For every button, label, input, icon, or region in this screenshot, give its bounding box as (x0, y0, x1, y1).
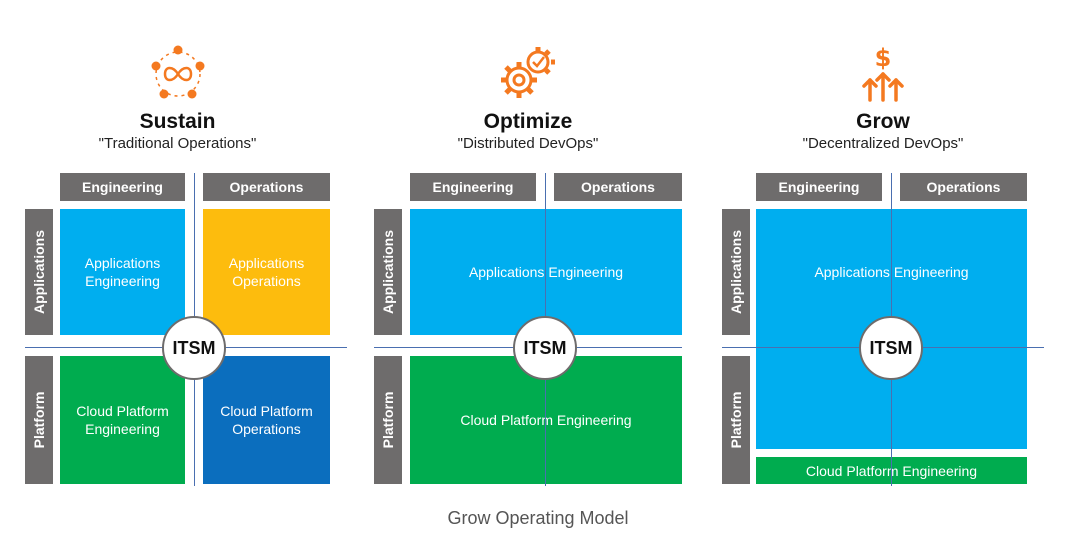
tile-label-line2: Engineering (85, 273, 160, 289)
tile-label-line1: Cloud Platform (76, 403, 169, 419)
tile-label-line1: Cloud Platform (220, 403, 313, 419)
platform-header-label: Platform (728, 391, 744, 449)
applications-header: Applications (374, 209, 402, 335)
itsm-circle: ITSM (513, 316, 577, 380)
engineering-header: Engineering (60, 173, 185, 201)
panel-grow: $ Grow "Decentralized DevOps" Engineerin… (722, 0, 1044, 500)
tile-label-line1: Applications (228, 255, 305, 271)
infinity-cycle-icon (151, 45, 204, 99)
applications-header: Applications (25, 209, 53, 335)
tile-label-line1: Applications (84, 255, 161, 271)
platform-header-label: Platform (31, 391, 47, 449)
panel-subtitle: "Traditional Operations" (98, 135, 257, 152)
engineering-header: Engineering (756, 173, 882, 201)
operations-header: Operations (203, 173, 330, 201)
operations-header: Operations (554, 173, 682, 201)
applications-header-label: Applications (31, 229, 47, 315)
operations-header: Operations (900, 173, 1027, 201)
platform-header: Platform (722, 356, 750, 484)
panel-optimize: Optimize "Distributed DevOps" Engineerin… (374, 0, 682, 500)
engineering-header: Engineering (410, 173, 536, 201)
applications-header: Applications (722, 209, 750, 335)
platform-header: Platform (25, 356, 53, 484)
panel-title: Optimize (483, 110, 573, 133)
panel-title: Grow (856, 110, 910, 133)
panel-sustain: Sustain "Traditional Operations" Enginee… (25, 0, 347, 500)
gears-check-icon (501, 47, 555, 98)
tile-label-line2: Operations (232, 421, 301, 437)
dollar-arrows-up-icon: $ (862, 44, 904, 102)
figure-caption: Grow Operating Model (447, 508, 629, 528)
panel-subtitle: "Distributed DevOps" (457, 135, 599, 152)
platform-header-label: Platform (380, 391, 396, 449)
tile-label: Cloud Platform Engineering (460, 412, 632, 428)
platform-header: Platform (374, 356, 402, 484)
svg-text:$: $ (875, 44, 892, 72)
tile-label-line2: Operations (232, 273, 301, 289)
panel-subtitle: "Decentralized DevOps" (802, 135, 964, 152)
applications-header-label: Applications (728, 229, 744, 315)
itsm-circle: ITSM (162, 316, 226, 380)
panel-title: Sustain (139, 110, 216, 133)
applications-header-label: Applications (380, 229, 396, 315)
tile-label-line2: Engineering (85, 421, 160, 437)
itsm-circle: ITSM (859, 316, 923, 380)
